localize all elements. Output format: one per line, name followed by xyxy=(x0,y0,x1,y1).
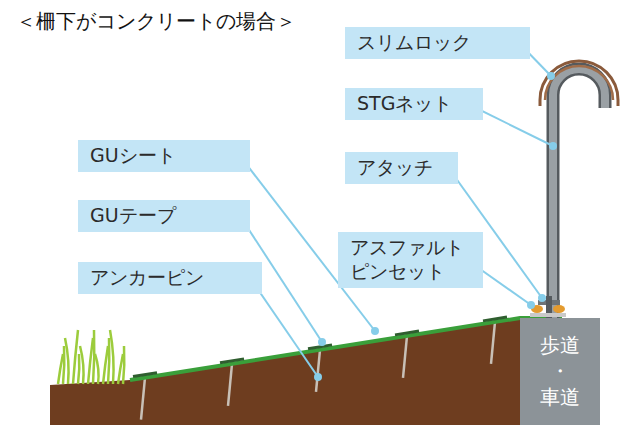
grass xyxy=(58,330,124,384)
asphalt-pin-set xyxy=(530,313,566,317)
road-label: 歩道 ・ 車道 xyxy=(539,332,581,425)
part-name: GUシート xyxy=(90,144,238,168)
stg-net xyxy=(553,69,605,318)
ground xyxy=(50,318,520,425)
part-name: GUテープ xyxy=(90,204,238,228)
callout-box: スリムロック xyxy=(345,27,530,59)
callout-box: GUテープ xyxy=(78,200,250,232)
part-name: STGネット xyxy=(357,92,471,116)
slim-lock xyxy=(540,61,618,100)
part-name: アスファルト ピンセット xyxy=(350,236,471,284)
stg-net-outline xyxy=(553,69,605,318)
leader-lines xyxy=(240,44,556,380)
callout-box: アスファルト ピンセット xyxy=(338,232,483,288)
callout-box: STGネット xyxy=(345,88,483,120)
slim-lock xyxy=(540,100,618,106)
callout-box: アタッチ xyxy=(345,152,458,184)
part-name: アンカーピン xyxy=(90,266,250,290)
gu-sheet xyxy=(130,318,562,380)
callout-box: アンカーピン xyxy=(78,262,262,294)
callout-box: GUシート xyxy=(78,140,250,172)
part-name: アタッチ xyxy=(357,156,446,180)
slim-lock xyxy=(545,66,613,100)
asphalt-pin-set xyxy=(553,305,565,313)
concrete-block: 歩道 ・ 車道 xyxy=(520,318,600,425)
diagram-title: ＜柵下がコンクリートの場合＞ xyxy=(16,8,296,35)
gu-tapes xyxy=(133,317,507,376)
part-name: スリムロック xyxy=(357,31,518,55)
